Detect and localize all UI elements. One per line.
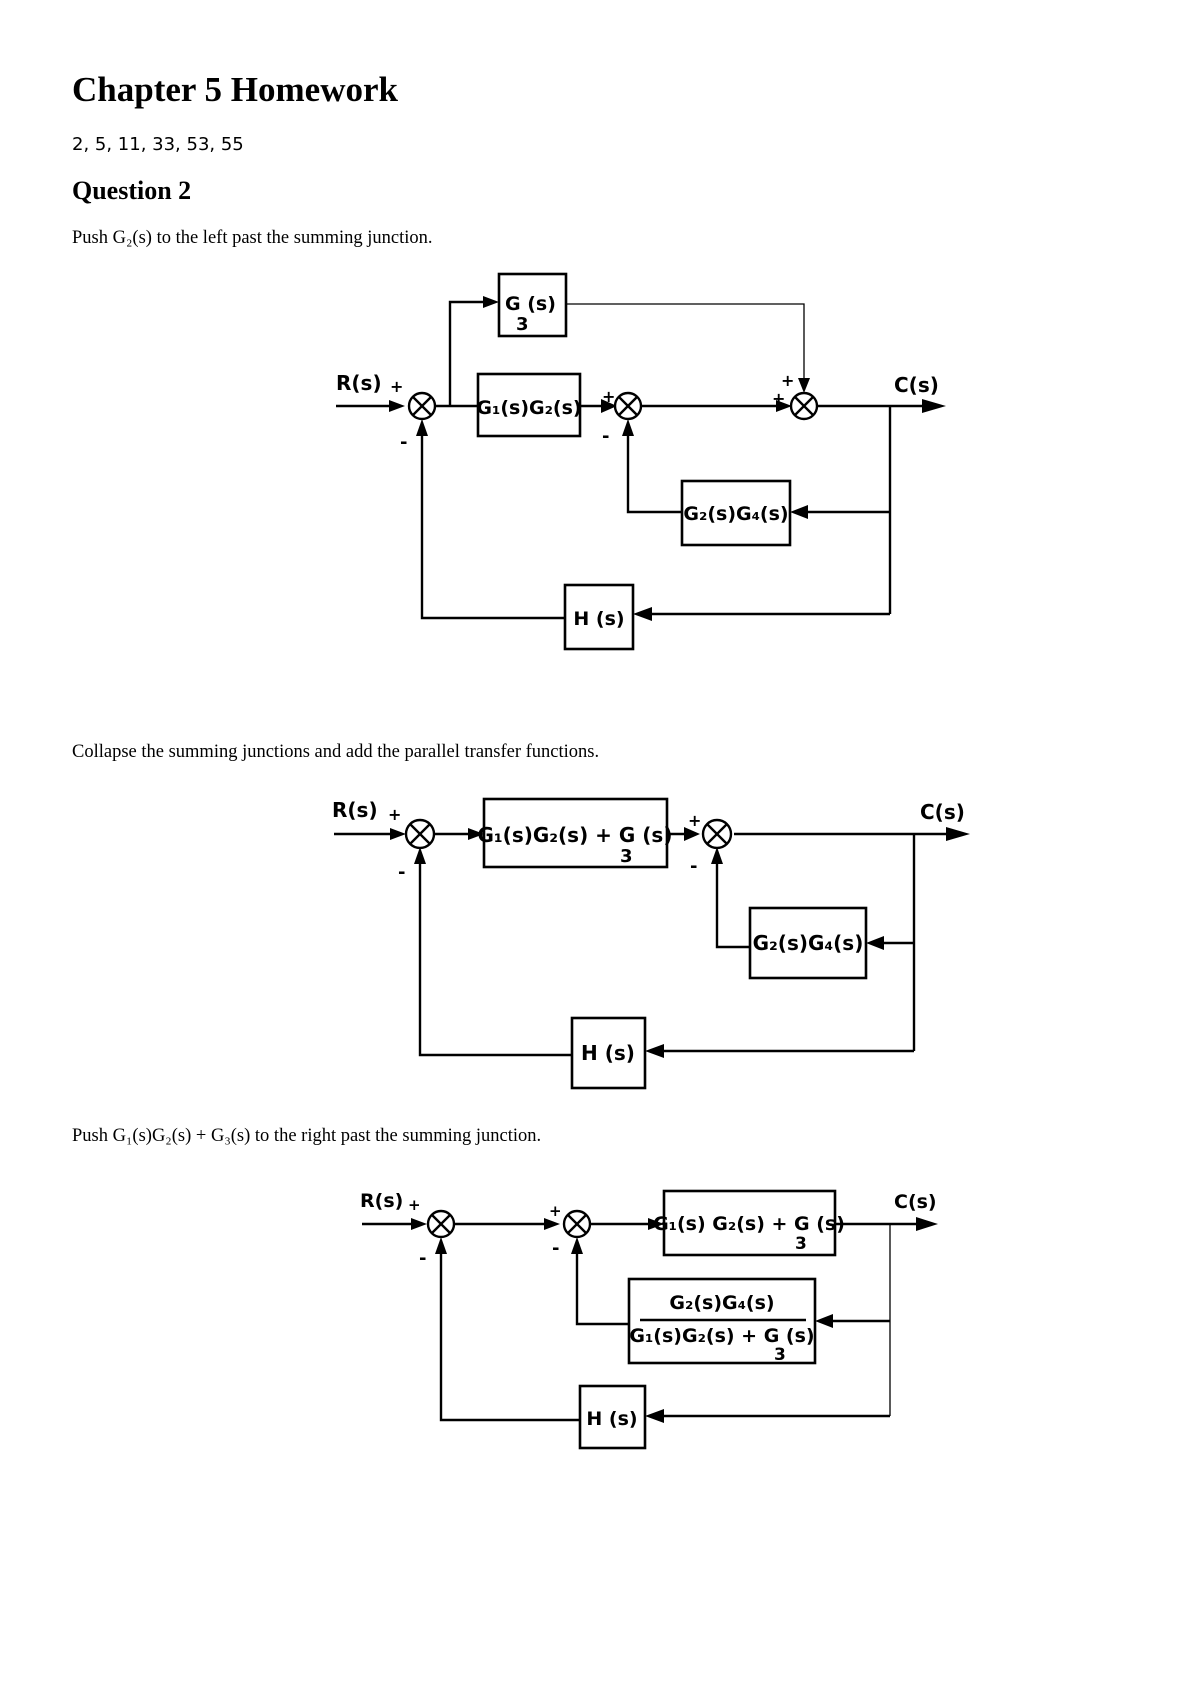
d3-sj2-plus: + [549, 1202, 562, 1220]
d2-h-label: H (s) [581, 1041, 635, 1065]
d2-summing-junction-2 [701, 818, 733, 850]
d1-sj2-minus: - [602, 426, 609, 447]
d3-fraction-numerator: G₂(s)G₄(s) [669, 1292, 774, 1314]
d2-wires [334, 827, 970, 1058]
d1-g3-subscript: 3 [516, 314, 529, 335]
d3-sj2-minus: - [552, 1238, 559, 1259]
d1-block-g1g2: G₁(s)G₂(s) [476, 372, 582, 438]
step1-caption: Push G₂(s) to the left past the summing … [72, 228, 433, 248]
d3-fraction-denominator: G₁(s)G₂(s) + G (s) [629, 1325, 814, 1347]
d1-sj3-plus-top: + [781, 371, 794, 390]
d2-forward-subscript: 3 [620, 846, 633, 867]
question-heading: Question 2 [72, 176, 192, 205]
d3-forward-label: G₁(s) G₂(s) + G (s) [653, 1213, 845, 1235]
d2-sj1-plus: + [388, 805, 401, 824]
d1-g3-label: G (s) [505, 293, 556, 315]
d3-summing-junction-2 [562, 1209, 592, 1239]
d3-input-label: R(s) [360, 1190, 403, 1212]
step3-caption: Push G₁(s)G₂(s) + G₃(s) to the right pas… [72, 1126, 542, 1146]
d3-output-label: C(s) [894, 1191, 937, 1213]
d1-wires [336, 296, 946, 621]
d1-sj1-minus: - [400, 432, 407, 453]
d2-input-label: R(s) [332, 798, 378, 822]
d3-block-fraction: G₂(s)G₄(s) G₁(s)G₂(s) + G (s) 3 [627, 1277, 817, 1365]
d2-forward-label: G₁(s)G₂(s) + G (s) [478, 823, 673, 847]
block-diagram-2: G₁(s)G₂(s) + G (s) 3 G₂(s)G₄(s) H (s) R(… [332, 797, 970, 1090]
d1-block-g3: G (s) 3 [497, 272, 568, 338]
d2-block-forward: G₁(s)G₂(s) + G (s) 3 [478, 797, 673, 869]
d3-sj1-minus: - [419, 1248, 426, 1269]
d2-sj1-minus: - [398, 862, 405, 883]
page-title: Chapter 5 Homework [72, 70, 398, 109]
d3-fraction-subscript: 3 [774, 1345, 786, 1365]
d2-g2g4-label: G₂(s)G₄(s) [753, 931, 864, 955]
d1-block-h: H (s) [563, 583, 635, 651]
d1-input-label: R(s) [336, 371, 382, 395]
problem-list: 2, 5, 11, 33, 53, 55 [72, 134, 244, 155]
d1-summing-junction-1 [407, 391, 437, 421]
block-diagram-3: G₁(s) G₂(s) + G (s) 3 G₂(s)G₄(s) G₁(s)G₂… [360, 1189, 938, 1450]
d1-sj3-plus-left: + [772, 389, 785, 408]
d1-g1g2-label: G₁(s)G₂(s) [476, 397, 581, 419]
d2-output-label: C(s) [920, 800, 965, 824]
d3-forward-subscript: 3 [795, 1234, 807, 1254]
d3-block-h: H (s) [578, 1384, 647, 1450]
step2-caption: Collapse the summing junctions and add t… [72, 742, 600, 762]
block-diagram-1: G (s) 3 G₁(s)G₂(s) G₂(s)G₄(s) H (s) R(s)… [336, 272, 946, 651]
d2-block-h: H (s) [570, 1016, 647, 1090]
d3-wires [362, 1217, 938, 1423]
d1-block-g2g4: G₂(s)G₄(s) [680, 479, 792, 547]
d1-h-label: H (s) [573, 608, 624, 630]
d3-sj1-plus: + [408, 1196, 421, 1214]
d3-summing-junction-1 [426, 1209, 456, 1239]
d1-sj2-plus: + [602, 387, 615, 406]
d3-h-label: H (s) [586, 1408, 637, 1430]
d1-g2g4-label: G₂(s)G₄(s) [683, 503, 788, 525]
d1-summing-junction-2 [613, 391, 643, 421]
d2-block-g2g4: G₂(s)G₄(s) [748, 906, 868, 980]
d1-output-label: C(s) [894, 373, 939, 397]
d3-block-forward: G₁(s) G₂(s) + G (s) 3 [653, 1189, 845, 1257]
d2-sj2-plus: + [688, 811, 701, 830]
d2-sj2-minus: - [690, 856, 697, 877]
d2-summing-junction-1 [404, 818, 436, 850]
d1-sj1-plus: + [390, 377, 403, 396]
d1-summing-junction-3 [789, 391, 819, 421]
